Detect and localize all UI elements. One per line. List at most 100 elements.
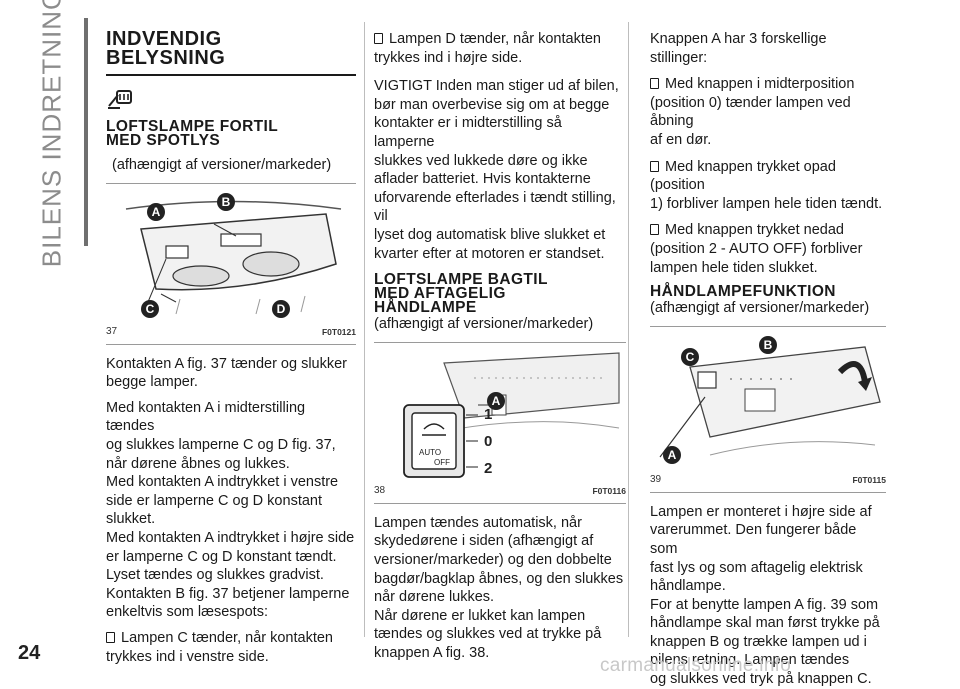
text-line: trykkes ind i højre side. [374, 49, 523, 66]
rear-lamp-switch-illustration: A 1 0 2 AUTO OFF [403, 352, 620, 478]
section-heading-line: INDVENDIG [106, 28, 222, 50]
text-line: når dørene åbnes og lukkes. [106, 455, 290, 472]
position-label-2: 2 [484, 460, 492, 477]
text-line: Med kontakten A i midterstilling tændes [106, 399, 306, 435]
figure-38: A 1 0 2 AUTO OFF 38 F0T0116 [374, 341, 626, 504]
figure-number: 39 [650, 474, 662, 486]
figure-number: 38 [374, 485, 386, 497]
checkbox-bullet-icon [650, 224, 659, 236]
list-item: Med knappen trykket nedad [650, 221, 886, 240]
list-item: Med knappen trykket opad (position [650, 158, 836, 194]
callout-b: B [222, 195, 231, 209]
text-line: bør man overbevise sig om at begge [374, 96, 610, 113]
column-divider [628, 22, 629, 637]
text-line: knappen A fig. 38. [374, 644, 490, 661]
text-line: tændes og slukkes ved at trykke på [374, 626, 602, 643]
availability-note: (afhængigt af versioner/markeder) [650, 300, 870, 317]
subsection-heading-line: MED AFTAGELIG [374, 285, 506, 303]
position-label-0: 0 [484, 433, 492, 450]
section-heading-line: BELYSNING [106, 47, 226, 69]
text-line: af en dør. [650, 131, 712, 148]
text-line: knappen B og trække lampen ud i [650, 633, 867, 650]
text-line: For at benytte lampen A fig. 39 som [650, 596, 879, 613]
heading-rule [106, 74, 356, 76]
availability-note: (afhængigt af versioner/markeder) [374, 316, 594, 333]
chapter-side-bar [84, 18, 88, 246]
checkbox-bullet-icon [650, 78, 659, 90]
text-line: fast lys og som aftagelig elektrisk [650, 559, 863, 576]
position-label-1: 1 [484, 406, 492, 423]
text-line: VIGTIGT Inden man stiger ud af bilen, [374, 78, 619, 95]
text-line: håndlampe. [650, 578, 726, 595]
subsection-heading: HÅNDLAMPEFUNKTION [650, 283, 836, 301]
switch-auto-label: AUTO [419, 448, 441, 457]
subsection-heading-line: MED SPOTLYS [106, 132, 221, 149]
callout-a: A [668, 448, 677, 462]
text-line: enkeltvis som læsespots: [106, 604, 268, 621]
availability-note: (afhængigt af versioner/markeder) [112, 157, 332, 173]
text-line: Kontakten A fig. 37 tænder og slukker [106, 355, 348, 372]
text-line: kvarter efter at motoren er standset. [374, 245, 605, 262]
text-line: pilens retning. Lampen tændes [650, 652, 850, 669]
text-line: uforvarende efterlades i tændt stilling,… [374, 189, 616, 225]
callout-a: A [492, 394, 501, 408]
text-line: Med kontakten A indtrykket i venstre [106, 474, 339, 491]
list-item: Med knappen i midterposition [650, 75, 886, 94]
checkbox-bullet-icon [106, 631, 115, 643]
subsection-heading-line: HÅNDLAMPE [374, 299, 477, 317]
interior-light-icon [106, 86, 356, 112]
list-item: Lampen C tænder, når kontakten [106, 629, 356, 648]
text-line: Med kontakten A indtrykket i højre side [106, 529, 355, 546]
text-line: varerummet. Den fungerer både som [650, 522, 857, 557]
text-line: Kontakten B fig. 37 betjener lamperne [106, 585, 350, 602]
switch-off-label: OFF [434, 458, 450, 467]
text-line: og slukkes lamperne C og D fig. 37, [106, 436, 336, 453]
text-line: skydedørene i siden (afhængigt af [374, 533, 594, 550]
column-1: INDVENDIG BELYSNING LOFTSLAMPE FORTIL ME… [106, 28, 356, 667]
hand-lamp-illustration: C B A [659, 335, 881, 464]
text-line: Lyset tændes og slukkes gradvist. [106, 567, 324, 584]
text-line: 1) forbliver lampen hele tiden tændt. [650, 195, 883, 212]
text-line: lyset dog automatisk blive slukket et [374, 226, 606, 243]
text-line: bagdør/bagklap åbnes, og den slukkes [374, 570, 624, 587]
checkbox-bullet-icon [374, 33, 383, 44]
figure-37: A B C D 37 F0T0121 [106, 182, 356, 345]
callout-c: C [686, 350, 695, 364]
text-line: (position 0) tænder lampen ved åbning [650, 94, 851, 130]
text-line: Lampen er monteret i højre side af [650, 503, 872, 520]
text-line: er lamperne C og D konstant tændt. [106, 548, 337, 565]
text-line: side er lamperne C og D konstant [106, 492, 322, 509]
figure-code: F0T0121 [321, 327, 356, 337]
chapter-side-title: BILENS INDRETNING [22, 0, 82, 267]
subsection-heading-line: LOFTSLAMPE FORTIL [106, 118, 279, 135]
callout-c: C [146, 302, 155, 316]
text-line: lampen hele tiden slukket. [650, 259, 818, 276]
text-line: slukkes ved lukkede døre og ikke [374, 152, 588, 169]
page-number: 24 [18, 642, 41, 664]
text-line: aflader batteriet. Hvis kontakterne [374, 171, 591, 188]
text-line: håndlampe skal man først trykke på [650, 615, 880, 632]
text-line: slukket. [106, 511, 156, 528]
figure-39: C B A 39 F0T0115 [650, 325, 886, 493]
body-text: Kontakten A fig. 37 tænder og slukker be… [106, 355, 356, 667]
text-line: Når dørene er lukket kan lampen [374, 607, 586, 624]
text-line: Knappen A har 3 forskellige stillinger: [650, 31, 827, 66]
text-line: Lampen tændes automatisk, når [374, 514, 582, 531]
text-line: når dørene lukkes. [374, 589, 495, 606]
subsection-heading-line: LOFTSLAMPE BAGTIL [374, 271, 548, 289]
column-3: Knappen A har 3 forskellige stillinger: … [650, 30, 886, 689]
figure-code: F0T0116 [592, 486, 626, 497]
column-2: Lampen D tænder, når kontakten trykkes i… [374, 30, 626, 662]
text-line: trykkes ind i venstre side. [106, 648, 269, 665]
callout-d: D [277, 302, 286, 316]
callout-a: A [152, 205, 161, 219]
column-divider [364, 22, 365, 637]
text-line: begge lamper. [106, 374, 198, 391]
text-line: (position 2 - AUTO OFF) forbliver [650, 240, 863, 257]
watermark: carmanualsonline.info [600, 655, 792, 676]
text-line: kontakter er i midterstilling så lampern… [374, 115, 562, 150]
figure-number: 37 [106, 326, 118, 337]
figure-code: F0T0115 [852, 475, 886, 486]
list-item: Lampen D tænder, når kontakten [374, 30, 626, 49]
front-roof-lamp-illustration: A B C D [125, 192, 342, 318]
